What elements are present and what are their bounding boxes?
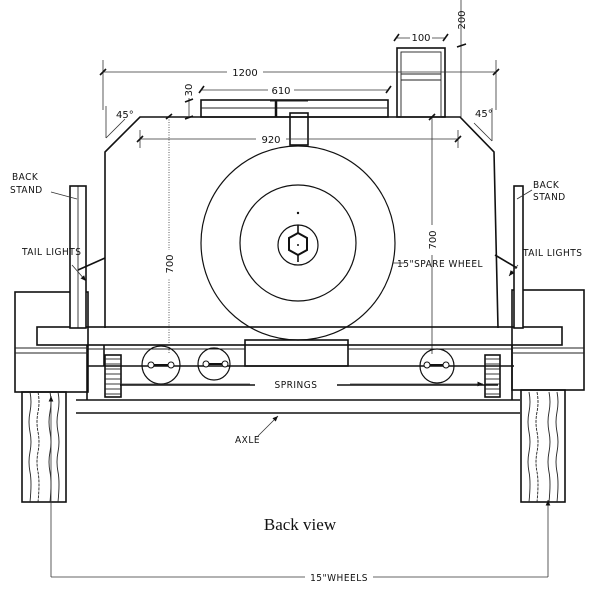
wheel-left: [14, 291, 89, 503]
angle-left: 45°: [105, 106, 134, 139]
dim-label-700-left: 700: [165, 254, 176, 273]
dim-label-30: 30: [184, 84, 195, 97]
dim-carrier-height: 30: [184, 84, 195, 120]
dim-label-920: 920: [261, 135, 280, 146]
disc-2: [197, 347, 231, 381]
disc-3: [419, 348, 455, 384]
dim-body-width: 920: [136, 130, 462, 148]
back-stand-right: BACK STAND: [513, 180, 566, 329]
spare-wheel: [200, 145, 396, 341]
drawing-caption: Back view: [264, 515, 337, 534]
dim-seat-width: 100: [393, 32, 449, 44]
back-stand-left-label-1: BACK: [12, 172, 39, 183]
dim-body-height-right: 700: [425, 113, 439, 354]
disc-1: [141, 345, 181, 385]
dim-wheels: 15"WHEELS: [48, 396, 551, 584]
dim-label-610: 610: [271, 86, 290, 97]
spring-right: [484, 354, 501, 398]
tail-light-left: TAIL LIGHTS: [21, 247, 106, 282]
wheel-right: [511, 289, 585, 503]
dim-carrier-width: 610: [198, 84, 392, 97]
dim-body-height-left: 700: [162, 113, 176, 354]
tail-lights-right-label: TAIL LIGHTS: [522, 248, 583, 259]
springs-label: SPRINGS: [275, 380, 318, 391]
lower-frame: [76, 339, 520, 414]
back-stand-left: BACK STAND: [10, 172, 87, 329]
roof-carrier: [200, 99, 389, 146]
tail-light-right: TAIL LIGHTS: [494, 248, 583, 277]
wheels-label: 15"WHEELS: [310, 573, 368, 584]
back-stand-right-label-1: BACK: [533, 180, 560, 191]
chassis-beam: [36, 326, 563, 346]
seat-box: [396, 47, 446, 118]
body-outline: [104, 116, 499, 329]
spare-wheel-label: 15"SPARE WHEEL: [397, 259, 483, 270]
springs-callout: SPRINGS: [122, 377, 483, 391]
dim-label-100: 100: [411, 33, 430, 44]
axle-callout: AXLE: [235, 415, 279, 446]
dim-overall-width: 1200: [99, 60, 500, 110]
back-stand-right-label-2: STAND: [533, 192, 566, 203]
tail-lights-left-label: TAIL LIGHTS: [21, 247, 82, 258]
dim-seat-height: 200: [456, 0, 468, 117]
angle-label-left: 45°: [116, 110, 134, 121]
angle-label-right: 45°: [475, 109, 493, 120]
angle-right: 45°: [473, 108, 493, 142]
spare-wheel-callout: 15"SPARE WHEEL: [393, 259, 483, 270]
dim-label-1200: 1200: [232, 68, 257, 79]
dim-label-200: 200: [457, 10, 468, 29]
spring-left: [104, 354, 122, 398]
axle-label: AXLE: [235, 435, 260, 446]
dim-label-700-right: 700: [428, 230, 439, 249]
back-stand-left-label-2: STAND: [10, 185, 43, 196]
